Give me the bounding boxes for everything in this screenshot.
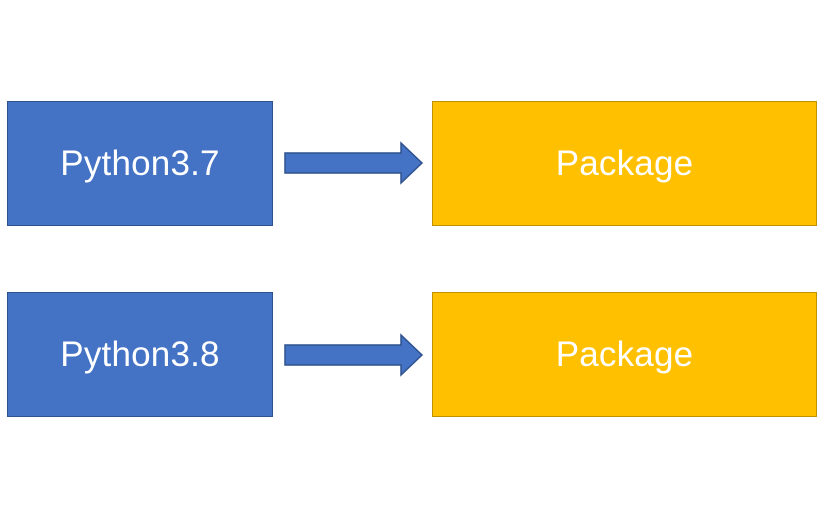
package-box-1: Package [432, 101, 817, 226]
right-arrow-icon [284, 333, 424, 377]
right-arrow-icon [284, 141, 424, 185]
package-box-2: Package [432, 292, 817, 417]
python-3-8-label: Python3.8 [60, 334, 220, 374]
package-label-1: Package [555, 143, 694, 183]
python-3-7-box: Python3.7 [7, 101, 273, 226]
python-3-8-box: Python3.8 [7, 292, 273, 417]
python-3-7-label: Python3.7 [60, 143, 220, 183]
package-label-2: Package [555, 334, 694, 374]
